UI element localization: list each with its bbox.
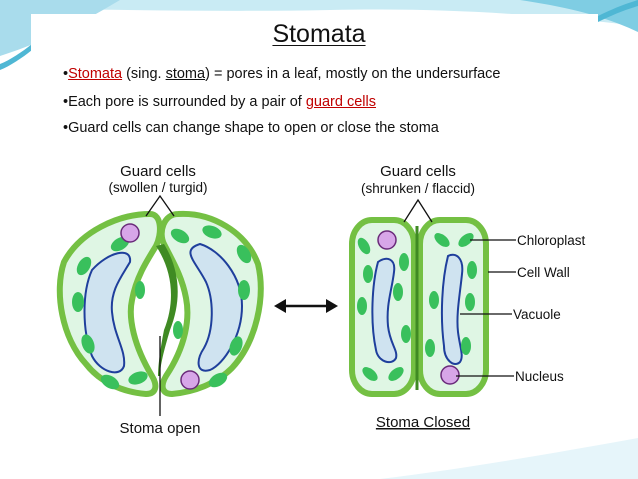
- top-right-swoosh-decoration: [520, 0, 638, 32]
- open-left-nucleus: [120, 223, 140, 243]
- right-blue-stroke-decoration: [598, 0, 638, 22]
- open-label-pointer: [145, 194, 175, 217]
- closed-label-pointer: [403, 198, 433, 223]
- slide-title: Stomata: [272, 20, 366, 48]
- top-swoosh-decoration: [0, 0, 638, 26]
- open-chloroplasts: [72, 225, 252, 390]
- vacuole-callout-label: Vacuole: [513, 307, 561, 322]
- closed-guard-cells-state-label: (shrunken / flaccid): [361, 181, 475, 196]
- open-right-nucleus: [180, 370, 200, 390]
- open-stoma-pore: [156, 244, 178, 376]
- open-stoma-caption: Stoma open: [120, 420, 201, 437]
- transition-double-arrow: [274, 299, 338, 313]
- closed-left-vacuole: [371, 257, 398, 364]
- bullet-shape-change: •Guard cells can change shape to open or…: [63, 120, 439, 136]
- chloroplast-callout-label: Chloroplast: [517, 233, 586, 248]
- closed-right-nucleus: [440, 365, 460, 385]
- closed-stoma-caption: Stoma Closed: [376, 414, 470, 431]
- closed-right-vacuole: [440, 253, 464, 365]
- closed-stoma-illustration: [349, 198, 516, 397]
- closed-guard-cells-label: Guard cells: [380, 163, 456, 180]
- nucleus-callout-label: Nucleus: [515, 369, 564, 384]
- open-guard-cells-state-label: (swollen / turgid): [108, 180, 207, 195]
- guard-cells-term: guard cells: [305, 94, 376, 110]
- stoma-term: stoma: [165, 66, 206, 82]
- open-stoma-illustration: [56, 194, 264, 416]
- left-blue-stroke-decoration: [0, 44, 32, 70]
- closed-chloroplasts: [357, 233, 477, 381]
- bullet-guard-cells: •Each pore is surrounded by a pair of gu…: [63, 94, 376, 110]
- closed-left-nucleus: [377, 230, 397, 250]
- stomata-term: Stomata: [68, 66, 123, 82]
- bullet-stomata-definition: •Stomata (sing. stoma) = pores in a leaf…: [63, 66, 501, 82]
- open-guard-cells-label: Guard cells: [120, 163, 196, 180]
- bottom-right-swoosh-decoration: [380, 438, 638, 479]
- cell-wall-callout-label: Cell Wall: [517, 265, 570, 280]
